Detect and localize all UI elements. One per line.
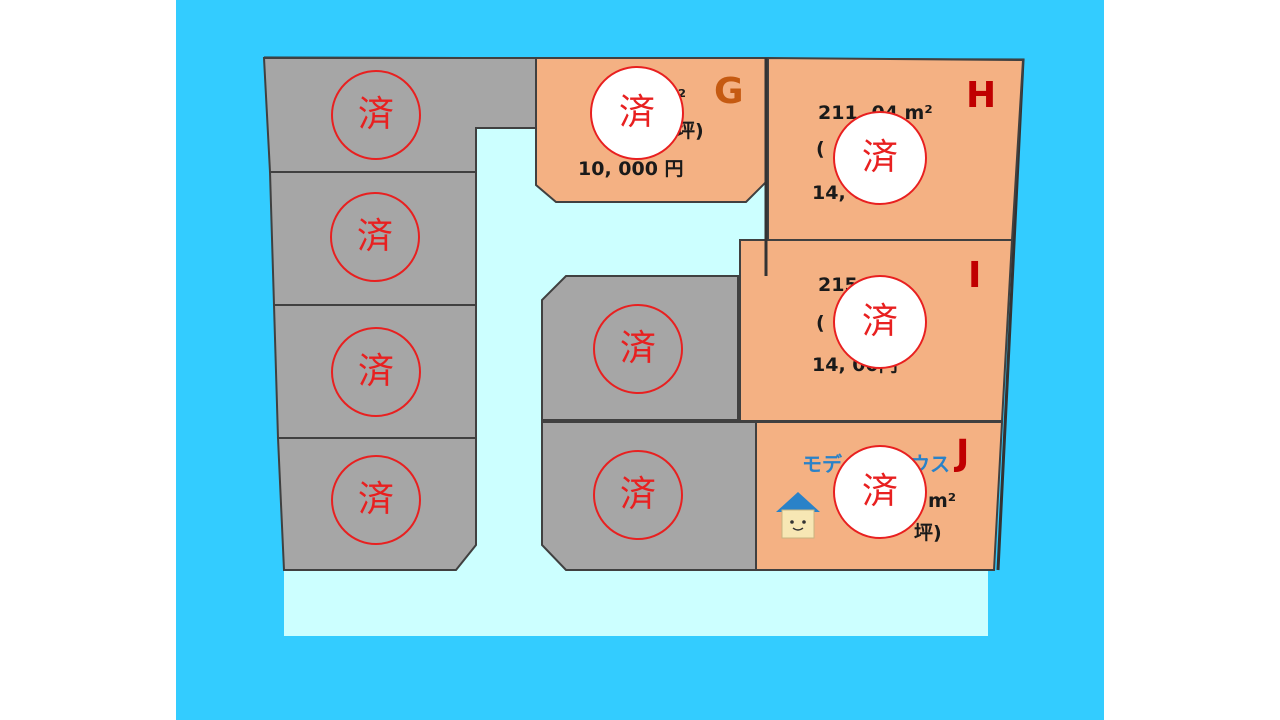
sold-stamp-icon: 済 — [330, 192, 420, 282]
road — [284, 128, 988, 636]
sold-stamp-icon: 済 — [833, 445, 927, 539]
sold-stamp-icon: 済 — [331, 327, 421, 417]
sold-stamp-icon: 済 — [593, 450, 683, 540]
lot-i-letter: I — [968, 255, 982, 296]
sold-stamp-icon: 済 — [331, 70, 421, 160]
sold-stamp-icon: 済 — [593, 304, 683, 394]
lot-h-tsubo: ( — [816, 138, 825, 160]
lot-g-tsubo: 坪) — [676, 120, 704, 142]
sold-stamp-icon: 済 — [833, 275, 927, 369]
sold-stamp-icon: 済 — [331, 455, 421, 545]
lot-j-letter: J — [956, 433, 970, 474]
lot-g-letter: G — [714, 71, 744, 112]
sold-stamp-icon: 済 — [590, 66, 684, 160]
site-plan-map: m² G 坪) 10, 000 円 H 211. 04 m² ( 14, 0円 … — [176, 0, 1104, 720]
lot-i-tsubo: ( — [816, 312, 825, 334]
lot-j-tsubo: 坪) — [914, 522, 942, 544]
lot-j-model-label-left: モデ — [802, 452, 842, 476]
lot-j-area: m² — [928, 490, 957, 512]
model-house-icon — [776, 492, 820, 539]
lot-g-price: 10, 000 円 — [578, 158, 684, 180]
sold-stamp-icon: 済 — [833, 111, 927, 205]
lot-h-letter: H — [966, 75, 997, 116]
